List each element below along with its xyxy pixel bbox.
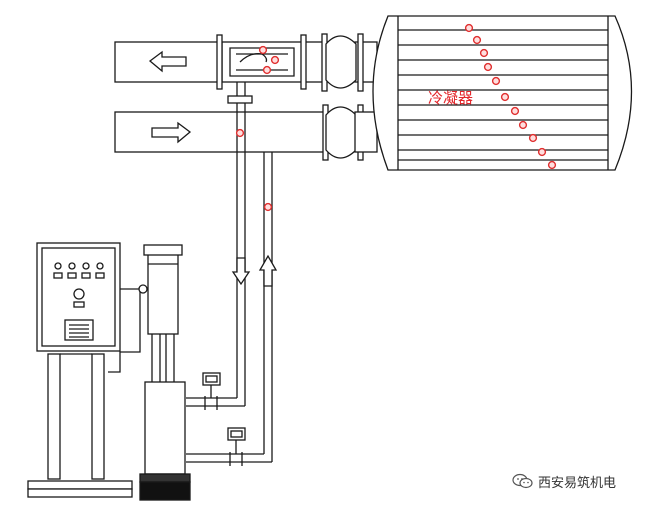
control-cabinet bbox=[27, 242, 148, 498]
flow-switch-lower bbox=[227, 427, 246, 466]
down-arrow-icon bbox=[231, 257, 251, 286]
selector-knob-icon bbox=[73, 288, 85, 300]
flow-markers bbox=[235, 23, 557, 212]
return-riser bbox=[186, 82, 253, 407]
watermark: 西安易筑机电 bbox=[512, 470, 616, 492]
supply-riser bbox=[186, 152, 273, 463]
pump-assembly bbox=[139, 244, 191, 501]
watermark-text: 西安易筑机电 bbox=[538, 475, 617, 491]
condenser-label: 冷凝器 bbox=[428, 89, 473, 107]
lower-pipe bbox=[114, 104, 378, 161]
left-arrow-icon bbox=[148, 50, 187, 73]
flow-switch-upper bbox=[202, 372, 221, 410]
indicator-lamps bbox=[53, 262, 105, 279]
condenser bbox=[372, 15, 633, 171]
nameplate bbox=[64, 319, 94, 341]
wechat-icon bbox=[512, 473, 533, 489]
right-arrow-icon bbox=[151, 121, 192, 144]
up-arrow-icon bbox=[258, 254, 278, 287]
